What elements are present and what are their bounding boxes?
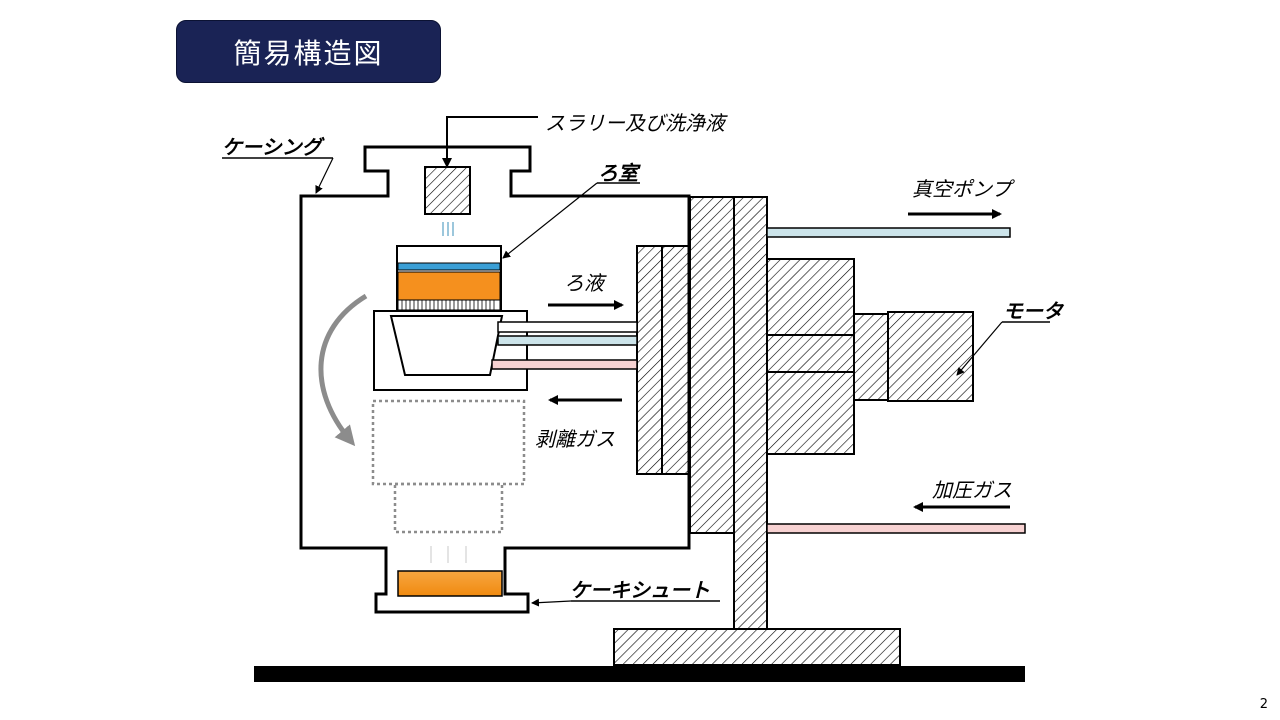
cake-layer xyxy=(397,271,501,301)
pressurized-gas-pipe xyxy=(766,523,1026,534)
label-motor: モータ xyxy=(1003,299,1065,323)
label-release-gas: 剥離ガス xyxy=(535,427,615,451)
base-plate xyxy=(613,628,901,666)
casing-leader xyxy=(315,157,334,194)
label-slurry: スラリー及び洗浄液 xyxy=(545,111,728,135)
floor-bar xyxy=(254,666,1025,682)
label-filter-chamber: ろ室 xyxy=(598,161,641,185)
page-number: 2 xyxy=(1259,697,1268,712)
ghost-holder xyxy=(371,399,526,486)
casing xyxy=(299,145,691,614)
support-pillar xyxy=(733,196,768,630)
release-gas-pipe xyxy=(491,359,638,370)
label-vacuum-pump: 真空ポンプ xyxy=(912,177,1015,201)
motor-body xyxy=(887,311,974,402)
flange-plate-inner xyxy=(636,245,663,475)
filter-media xyxy=(397,299,501,311)
holder-funnel xyxy=(389,315,504,376)
cake-chute-leader xyxy=(531,598,572,607)
title-box: 簡易構造図 xyxy=(176,20,441,83)
slurry-inlet-arrow xyxy=(442,116,538,168)
label-cake-chute: ケーキシュート xyxy=(570,578,710,602)
label-casing: ケーシング xyxy=(222,135,326,159)
label-pressurized-gas: 加圧ガス xyxy=(932,478,1012,502)
slurry-nozzle xyxy=(424,166,471,215)
label-filtrate: ろ液 xyxy=(564,271,607,295)
discharged-cake xyxy=(397,570,503,597)
filter-cloth xyxy=(397,262,501,271)
flange-plate-outer xyxy=(689,196,735,534)
rotation-arrow xyxy=(318,293,368,447)
filtrate-pipe xyxy=(497,321,638,333)
filter-chamber-leader xyxy=(502,182,598,259)
motor-leader xyxy=(956,321,1003,376)
vacuum-inner-pipe xyxy=(497,335,638,346)
flange-plate-mid xyxy=(661,245,691,475)
ghost-chamber xyxy=(393,482,504,534)
gear-block xyxy=(766,258,855,455)
page-title: 簡易構造図 xyxy=(233,36,384,70)
vacuum-pipe xyxy=(766,227,1011,238)
motor-coupling xyxy=(853,313,889,401)
